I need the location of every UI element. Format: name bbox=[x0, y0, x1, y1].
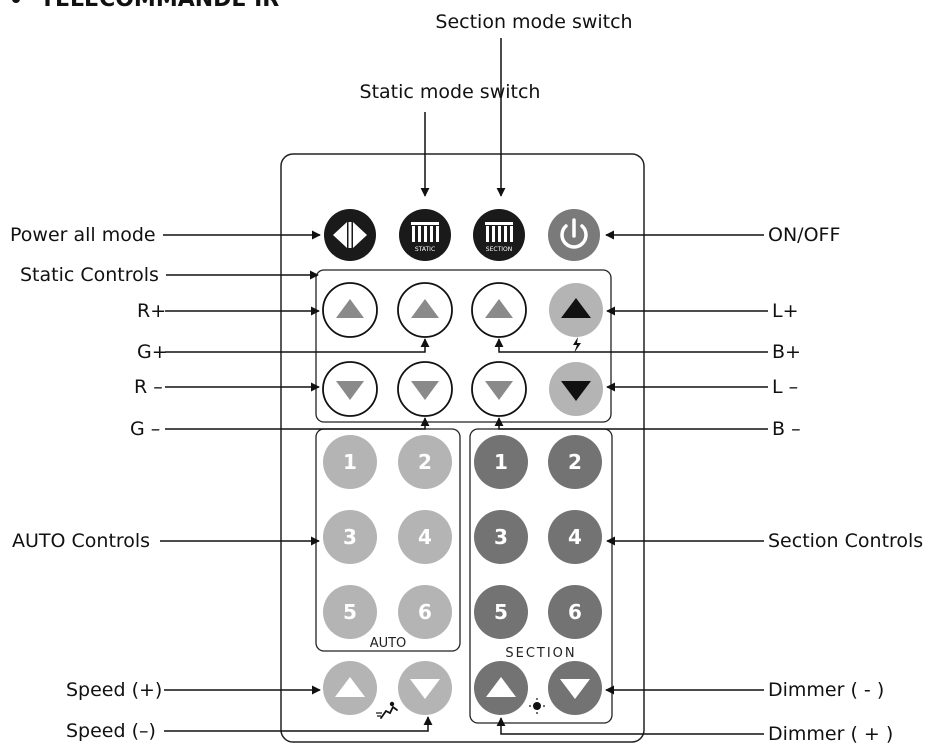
arrow-down-icon bbox=[410, 679, 440, 699]
arrow-dimmer-plus bbox=[496, 717, 764, 735]
remote-body bbox=[280, 153, 645, 743]
arrow-up-icon bbox=[335, 677, 365, 697]
auto-button-label: 6 bbox=[418, 600, 432, 624]
auto-button-3[interactable]: 3 bbox=[323, 510, 377, 564]
auto-button-label: 5 bbox=[343, 600, 357, 624]
auto-button-1[interactable]: 1 bbox=[323, 435, 377, 489]
arrow-down-icon bbox=[561, 381, 591, 401]
flash-icon bbox=[573, 337, 581, 353]
arrow-up-icon bbox=[336, 299, 364, 318]
heading-text: TELECOMMANDE IR bbox=[40, 0, 279, 12]
label-section-controls: Section Controls bbox=[768, 530, 923, 552]
heading: TELECOMMANDE IR bbox=[12, 0, 279, 12]
auto-group-label: AUTO bbox=[370, 636, 407, 651]
label-r-minus: R – bbox=[134, 376, 163, 398]
label-b-plus: B+ bbox=[772, 341, 801, 363]
section-button-1[interactable]: 1 bbox=[474, 435, 528, 489]
section-badge: SECTION bbox=[486, 246, 512, 253]
bars-icon bbox=[485, 222, 513, 242]
auto-button-2[interactable]: 2 bbox=[398, 435, 452, 489]
l-plus-button[interactable] bbox=[549, 283, 603, 337]
arrow-down-icon bbox=[485, 381, 513, 400]
bars-icon bbox=[411, 222, 439, 242]
arrow-down-icon bbox=[336, 381, 364, 400]
label-static-mode-switch: Static mode switch bbox=[360, 81, 541, 103]
arrow-b-minus bbox=[494, 417, 768, 430]
auto-button-label: 4 bbox=[418, 525, 432, 549]
label-b-minus: B – bbox=[772, 418, 801, 440]
label-static-controls: Static Controls bbox=[20, 264, 159, 286]
l-minus-button[interactable] bbox=[549, 362, 603, 416]
label-on-off: ON/OFF bbox=[768, 224, 840, 246]
arrow-up-icon bbox=[561, 298, 591, 318]
g-minus-button[interactable] bbox=[397, 361, 453, 417]
label-r-plus: R+ bbox=[137, 300, 166, 322]
r-minus-button[interactable] bbox=[322, 361, 378, 417]
section-group-label: SECTION bbox=[505, 646, 576, 661]
auto-button-label: 1 bbox=[343, 450, 357, 474]
section-button-5[interactable]: 5 bbox=[474, 585, 528, 639]
section-button-label: 5 bbox=[494, 600, 508, 624]
arrow-up-icon bbox=[486, 677, 516, 697]
power-all-mode-button[interactable] bbox=[324, 209, 376, 261]
label-speed-minus: Speed (–) bbox=[66, 720, 156, 742]
arrow-g-plus bbox=[165, 338, 430, 353]
auto-button-label: 2 bbox=[418, 450, 432, 474]
label-speed-plus: Speed (+) bbox=[66, 679, 162, 701]
static-badge: STATIC bbox=[415, 246, 435, 253]
label-dimmer-minus: Dimmer ( - ) bbox=[768, 679, 884, 701]
arrow-up-icon bbox=[485, 299, 513, 318]
static-controls-frame bbox=[315, 269, 612, 423]
brightness-icon bbox=[529, 698, 545, 714]
static-mode-button[interactable]: STATIC bbox=[399, 209, 451, 261]
dimmer-minus-button[interactable] bbox=[548, 661, 602, 715]
section-button-6[interactable]: 6 bbox=[548, 585, 602, 639]
auto-button-label: 3 bbox=[343, 525, 357, 549]
label-l-minus: L – bbox=[772, 376, 798, 398]
arrow-up-icon bbox=[411, 299, 439, 318]
arrow-down-icon bbox=[560, 679, 590, 699]
section-button-4[interactable]: 4 bbox=[548, 510, 602, 564]
speed-minus-button[interactable] bbox=[398, 661, 452, 715]
b-plus-button[interactable] bbox=[471, 282, 527, 338]
label-l-plus: L+ bbox=[772, 300, 799, 322]
label-power-all-mode: Power all mode bbox=[10, 224, 156, 246]
label-auto-controls: AUTO Controls bbox=[12, 530, 150, 552]
label-g-plus: G+ bbox=[137, 341, 168, 363]
auto-button-5[interactable]: 5 bbox=[323, 585, 377, 639]
section-button-label: 1 bbox=[494, 450, 508, 474]
auto-button-4[interactable]: 4 bbox=[398, 510, 452, 564]
label-section-mode-switch: Section mode switch bbox=[435, 11, 632, 33]
section-button-label: 4 bbox=[568, 525, 582, 549]
section-button-label: 6 bbox=[568, 600, 582, 624]
section-button-label: 3 bbox=[494, 525, 508, 549]
auto-button-6[interactable]: 6 bbox=[398, 585, 452, 639]
section-button-2[interactable]: 2 bbox=[548, 435, 602, 489]
speed-plus-button[interactable] bbox=[323, 661, 377, 715]
section-button-label: 2 bbox=[568, 450, 582, 474]
power-icon bbox=[560, 218, 588, 249]
dimmer-plus-button[interactable] bbox=[474, 661, 528, 715]
label-dimmer-plus: Dimmer ( + ) bbox=[768, 723, 893, 745]
bullet-icon bbox=[12, 0, 20, 3]
runner-icon bbox=[376, 701, 398, 719]
arrow-b-plus bbox=[494, 338, 768, 353]
arrow-speed-minus bbox=[164, 716, 433, 732]
r-plus-button[interactable] bbox=[322, 282, 378, 338]
on-off-button[interactable] bbox=[548, 209, 600, 261]
section-button-3[interactable]: 3 bbox=[474, 510, 528, 564]
b-minus-button[interactable] bbox=[471, 361, 527, 417]
arrow-g-minus bbox=[165, 417, 430, 430]
label-g-minus: G – bbox=[130, 418, 160, 440]
g-plus-button[interactable] bbox=[397, 282, 453, 338]
section-mode-button[interactable]: SECTION bbox=[473, 209, 525, 261]
arrow-down-icon bbox=[411, 381, 439, 400]
